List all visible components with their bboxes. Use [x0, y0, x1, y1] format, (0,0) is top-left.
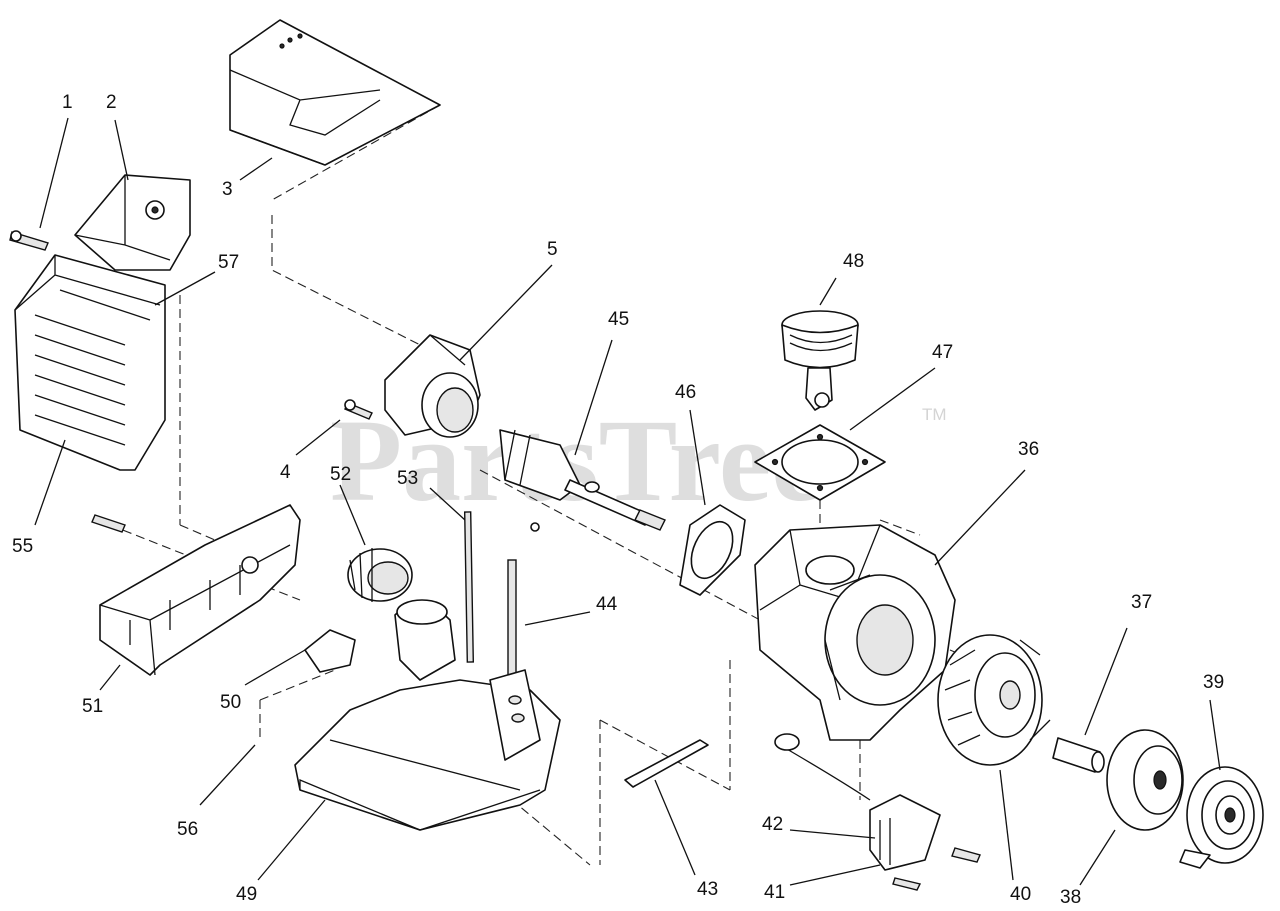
callout-38: 38 [1060, 887, 1081, 908]
callout-3: 3 [222, 179, 233, 200]
callout-55: 55 [12, 536, 33, 557]
part-40-flywheel [937, 634, 1051, 766]
part-4-bolt [344, 399, 373, 420]
callout-51: 51 [82, 696, 103, 717]
callout-49: 49 [236, 884, 257, 905]
callout-1: 1 [62, 92, 73, 113]
callout-5: 5 [547, 239, 558, 260]
part-1-screw [9, 230, 49, 251]
callout-41: 41 [764, 882, 785, 903]
callouts: 1 2 3 4 5 36 37 38 39 40 41 42 43 44 45 … [12, 92, 1224, 908]
callout-50: 50 [220, 692, 241, 713]
callout-40: 40 [1010, 884, 1031, 905]
callout-39: 39 [1203, 672, 1224, 693]
callout-57: 57 [218, 252, 239, 273]
part-5-cylinder-cover [384, 334, 481, 438]
part-55-shroud [14, 254, 166, 471]
part-53-rod [463, 511, 475, 663]
part-49-base [294, 599, 561, 831]
callout-53: 53 [397, 468, 418, 489]
callout-44: 44 [596, 594, 618, 615]
part-39-recoil [1179, 766, 1264, 869]
callout-2: 2 [106, 92, 117, 113]
part-50-clip [304, 629, 356, 673]
part-52-filter-ring [347, 548, 413, 602]
callout-47: 47 [932, 342, 953, 363]
part-42-ignition-module [774, 733, 981, 891]
part-46-gasket [679, 504, 746, 596]
part-3-cover [229, 19, 441, 166]
part-43-pin [624, 739, 709, 788]
callout-37: 37 [1131, 592, 1152, 613]
part-48-piston [781, 310, 859, 411]
leader-lines [34, 117, 1221, 886]
part-36-engine-block [754, 524, 956, 741]
callout-42: 42 [762, 814, 783, 835]
part-37-sleeve [1052, 737, 1105, 773]
watermark-trademark: TM [922, 405, 947, 424]
callout-52: 52 [330, 464, 351, 485]
callout-43: 43 [697, 879, 718, 900]
part-45-crankshaft [499, 429, 666, 532]
callout-48: 48 [843, 251, 864, 272]
part-2-upper-housing [74, 174, 191, 271]
callout-4: 4 [280, 462, 291, 483]
callout-45: 45 [608, 309, 629, 330]
part-47-cylinder-gasket [754, 424, 886, 501]
callout-56: 56 [177, 819, 198, 840]
callout-46: 46 [675, 382, 696, 403]
part-44-rod [507, 559, 517, 681]
part-51-bracket [91, 504, 301, 676]
callout-36: 36 [1018, 439, 1039, 460]
part-38-pulley [1106, 729, 1184, 831]
